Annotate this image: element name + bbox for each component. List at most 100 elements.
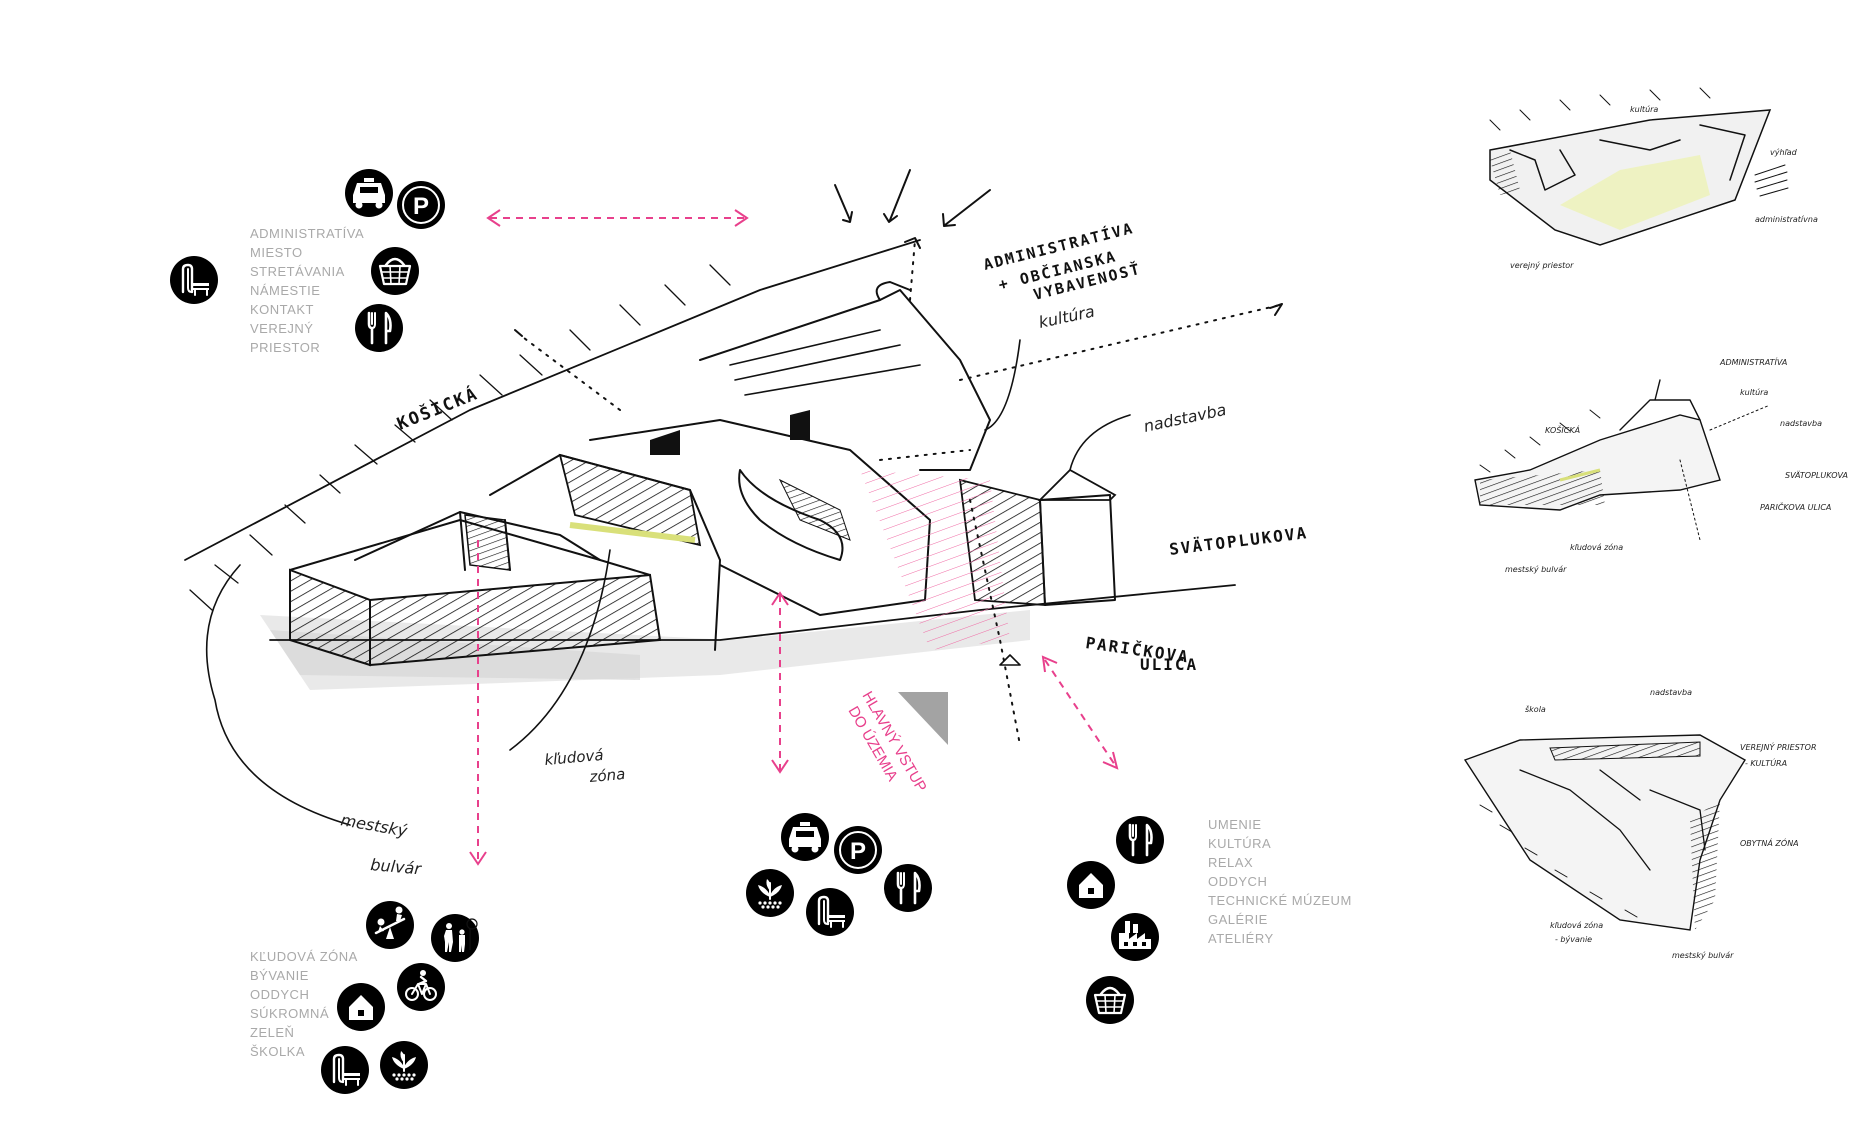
admin-tower-lines [729, 329, 921, 396]
restaurant-icon [354, 303, 404, 353]
thumb2-label: PARIČKOVA ULICA [1760, 501, 1831, 512]
label-kludova-2: zóna [588, 765, 626, 786]
list-item: BÝVANIE [250, 968, 309, 983]
thumb2-label: mestský bulvár [1505, 565, 1567, 574]
label-svatoplukova: SVÄTOPLUKOVA [1168, 523, 1309, 559]
thumb1-label: verejný priestor [1510, 261, 1574, 270]
kosicka-edge [184, 239, 921, 561]
list-item: KULTÚRA [1208, 836, 1271, 851]
taxi-icon [781, 813, 829, 861]
basket-icon [370, 246, 420, 296]
list-umenie: UMENIE KULTÚRA RELAX ODDYCH TECHNICKÉ MÚ… [1208, 817, 1352, 946]
thumb1-label: kultúra [1630, 105, 1658, 114]
pedestrian-icon [431, 914, 479, 962]
list-item: GALÉRIE [1208, 912, 1268, 927]
movement-paths [519, 239, 1281, 746]
admin-tower-outline [699, 289, 991, 471]
thumbnail-1: verejný priestor kultúra výhľad administ… [1489, 87, 1818, 270]
list-item: RELAX [1208, 855, 1253, 870]
label-nadstavba: nadstavba [1142, 400, 1228, 436]
list-item: VEREJNÝ [250, 321, 313, 336]
east-block-roof [1037, 468, 1117, 501]
list-item: ZELEŇ [250, 1025, 294, 1040]
arrow-heads [514, 237, 1283, 337]
factory-icon [1111, 913, 1159, 961]
marker-triangle [999, 654, 1021, 666]
thumb2-label: ADMINISTRATÍVA [1719, 356, 1787, 367]
playground-icon [365, 900, 415, 950]
approach-arrows [834, 169, 991, 227]
list-item: STRETÁVANIA [250, 264, 345, 279]
list-item: TECHNICKÉ MÚZEUM [1208, 893, 1352, 908]
restaurant-icon [1115, 815, 1165, 865]
house-icon [337, 983, 385, 1031]
block-roof-edge [289, 519, 651, 576]
bench-icon [320, 1045, 370, 1095]
bench-icon [805, 887, 855, 937]
icon-group-admin: P [169, 169, 445, 353]
thumb3-label: OBYTNÁ ZÓNA [1740, 837, 1799, 848]
east-block [1039, 494, 1116, 606]
thumb3-label: mestský bulvár [1672, 951, 1734, 960]
house-icon [1067, 861, 1115, 909]
list-item: ŠKOLKA [250, 1044, 305, 1059]
pink-arrow-heads [469, 209, 1119, 866]
list-item: ODDYCH [1208, 874, 1267, 889]
plant-icon [745, 868, 795, 918]
thumb3-label: - KULTÚRA [1745, 757, 1787, 768]
label-parickova-2: ULICA [1140, 655, 1198, 674]
list-item: ODDYCH [250, 987, 309, 1002]
label-mestsky-2: bulvár [370, 855, 423, 878]
list-item: NÁMESTIE [250, 283, 320, 298]
parking-icon: P [834, 826, 882, 874]
bench-icon [169, 255, 219, 305]
pink-axes [477, 217, 1116, 860]
label-kludova-1: kľudová [544, 746, 604, 769]
parking-letter: P [850, 838, 866, 865]
parking-letter: P [413, 193, 429, 220]
thumb3-label: - bývanie [1555, 935, 1592, 944]
courtyard-edge [354, 511, 601, 561]
thumb2-label: KOŠICKÁ [1545, 424, 1580, 435]
small-shadow-1 [650, 430, 680, 455]
leader-bulvar [205, 564, 351, 826]
basket-icon [1085, 975, 1135, 1025]
courtyard-shadow [464, 514, 511, 571]
list-kludova: KĽUDOVÁ ZÓNA BÝVANIE ODDYCH SÚKROMNÁ ZEL… [250, 949, 357, 1059]
thumb2-label: kľudová zóna [1570, 542, 1623, 552]
entrance-marker [898, 692, 948, 745]
plant-icon [379, 1040, 429, 1090]
leader-kultura [984, 339, 1021, 431]
yellow-highlight [569, 522, 696, 543]
icon-group-quiet [320, 900, 479, 1095]
list-item: PRIESTOR [250, 340, 320, 355]
list-item: UMENIE [1208, 817, 1262, 832]
thumb1-label: výhľad [1770, 148, 1798, 157]
sign-disc [466, 918, 478, 930]
thumb3-label: kľudová zóna [1550, 920, 1603, 930]
small-shadow-2 [790, 410, 810, 440]
central-wing-shadow [558, 453, 702, 547]
label-kultura: kultúra [1037, 302, 1096, 332]
restaurant-icon [883, 863, 933, 913]
thumb2-label: nadstavba [1780, 419, 1822, 428]
tower-crown [875, 281, 911, 301]
thumb2-label: SVÄTOPLUKOVA [1785, 470, 1848, 480]
icon-group-entrance: P [745, 813, 933, 937]
taxi-icon [345, 169, 393, 217]
list-item: ATELIÉRY [1208, 931, 1274, 946]
thumb2-label: kultúra [1740, 388, 1768, 397]
thumb1-label: administratívna [1755, 215, 1818, 224]
thumbnail-2: KOŠICKÁ ADMINISTRATÍVA kultúra nadstavba… [1474, 356, 1848, 574]
leader-nadstavba [1069, 414, 1131, 471]
label-mestsky-1: mestský [339, 810, 409, 840]
thumb3-label: škola [1525, 704, 1546, 714]
cyclist-icon [396, 962, 446, 1012]
thumb3-label: nadstavba [1650, 688, 1692, 697]
list-item: SÚKROMNÁ [250, 1006, 329, 1021]
leader-kludova [509, 549, 611, 751]
list-item: ADMINISTRATÍVA [250, 226, 364, 241]
list-item: KONTAKT [250, 302, 314, 317]
icon-group-culture [1067, 815, 1165, 1025]
